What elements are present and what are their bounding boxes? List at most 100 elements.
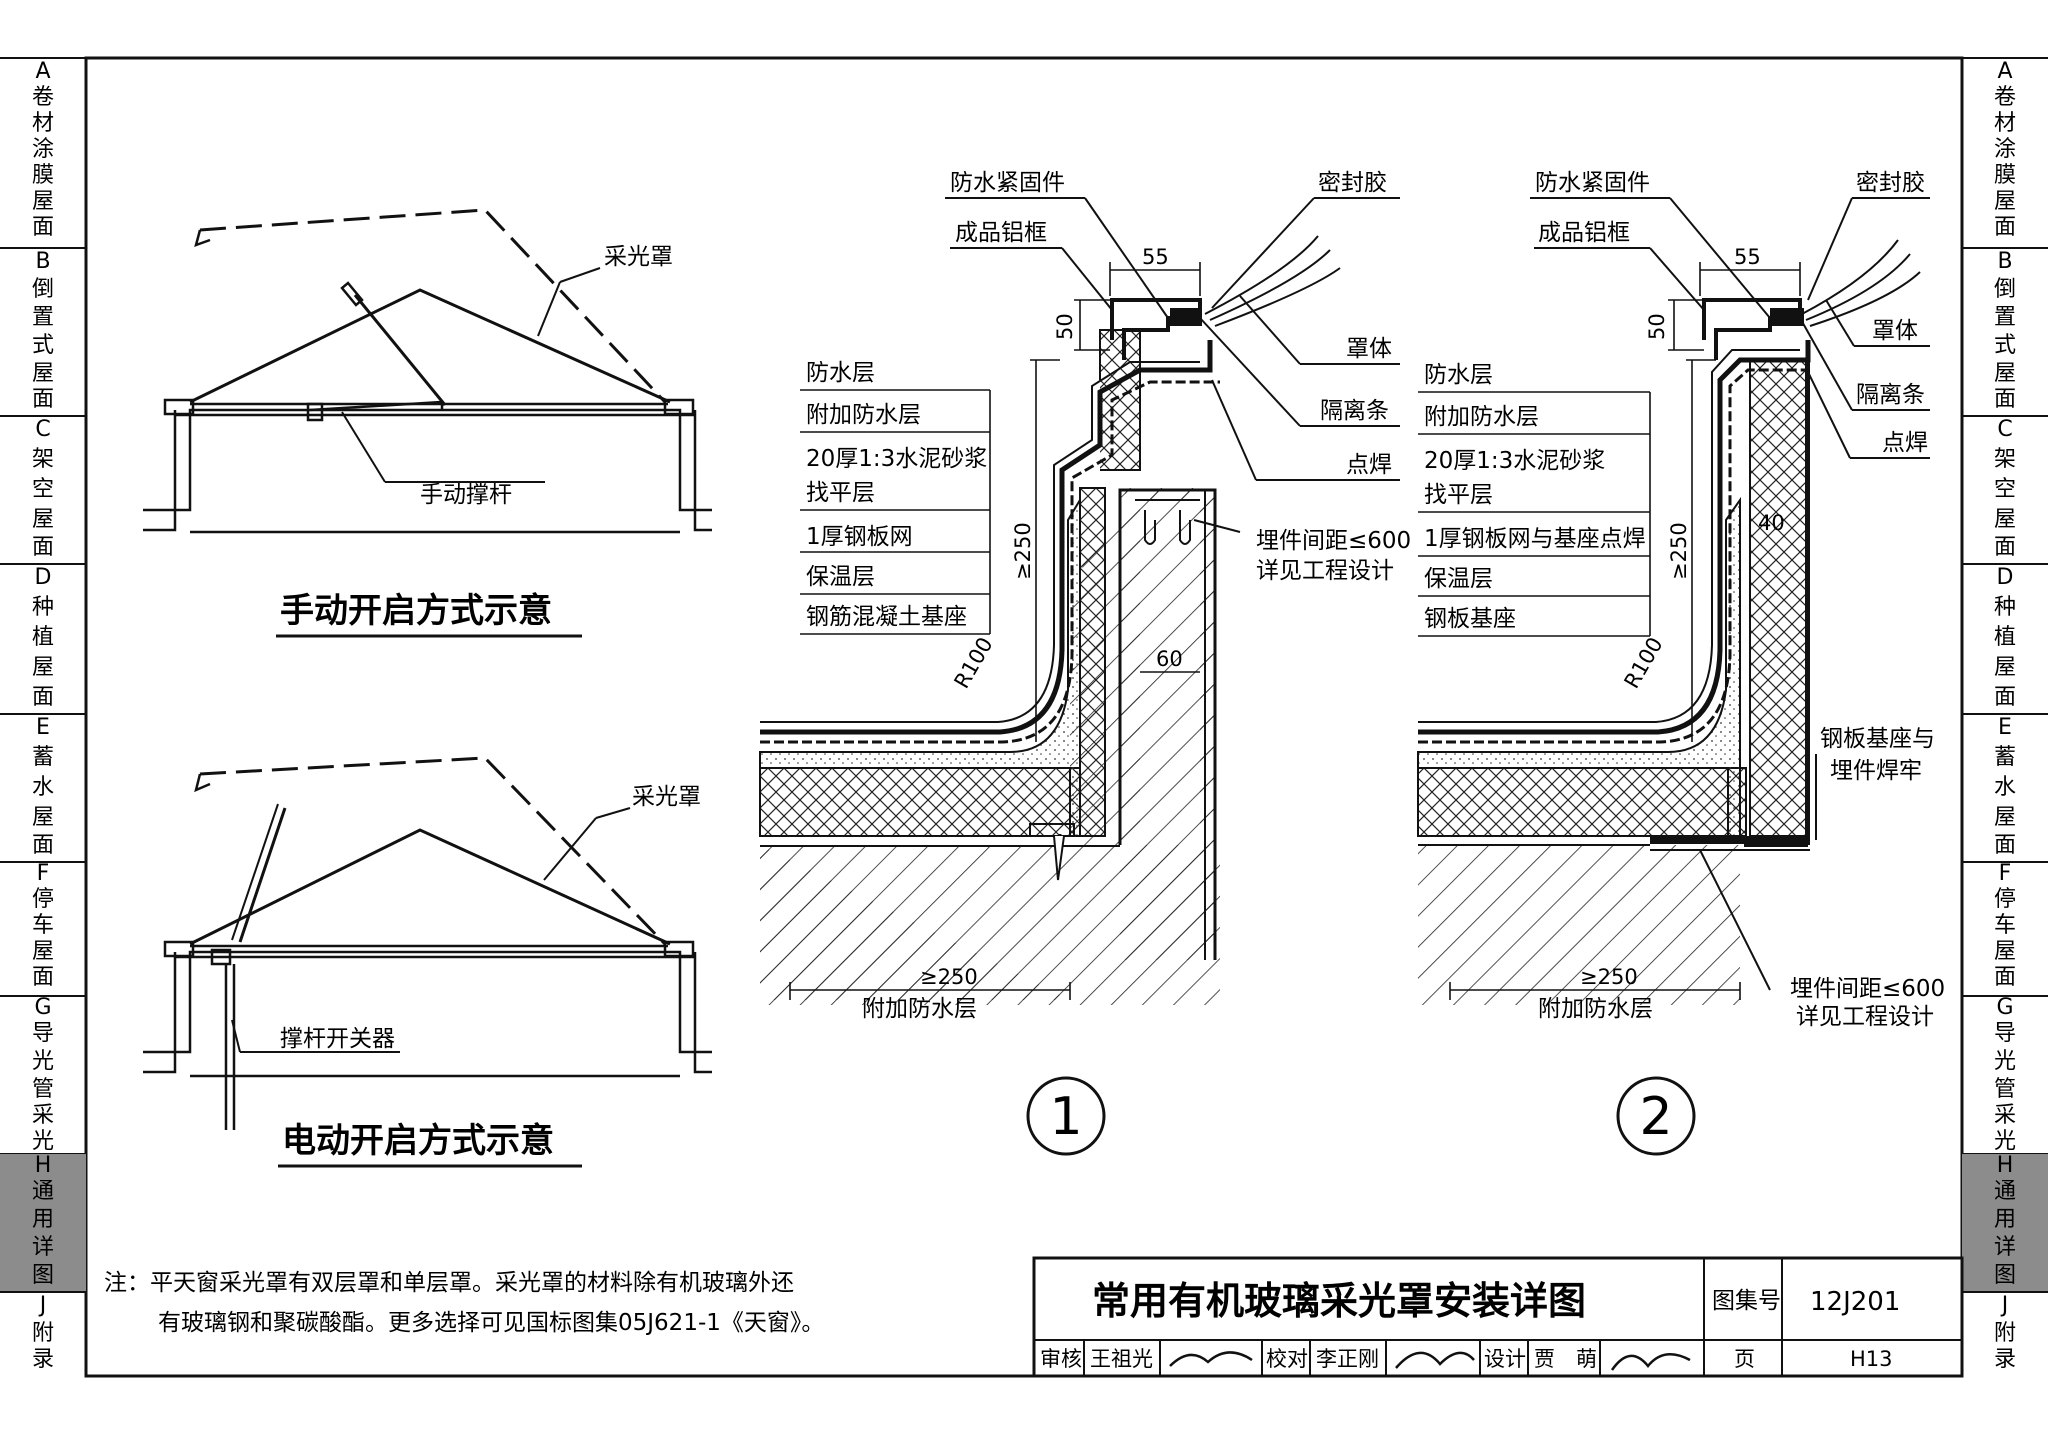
checker-signature: [1395, 1351, 1475, 1369]
manual-cover-label: 采光罩: [604, 244, 673, 270]
note-line-2: 有玻璃钢和聚碳酸酯。更多选择可见国标图集05J621-1《天窗》。: [158, 1310, 824, 1336]
rtab-h-c3: 详: [1994, 1235, 2016, 1260]
tab-e-c1: 蓄: [32, 745, 54, 770]
d1-mark-circle: [1026, 1076, 1106, 1156]
tab-d-code: D: [35, 565, 52, 590]
d1-weld: 点焊: [1346, 452, 1392, 478]
tab-g-code: G: [34, 995, 51, 1020]
d2-frame: 成品铝框: [1538, 220, 1630, 246]
rtab-f-code: F: [1999, 861, 2012, 886]
rtab-a-code: A: [1997, 59, 2012, 84]
tab-h-c4: 图: [32, 1263, 54, 1288]
tab-h-c2: 用: [32, 1207, 54, 1232]
designer: 贾 萌: [1534, 1347, 1597, 1371]
rtab-d-c4: 面: [1994, 685, 2016, 710]
tab-j-c2: 录: [32, 1347, 54, 1372]
tab-b-c2: 置: [32, 305, 54, 330]
tab-g-c1: 导: [32, 1021, 54, 1046]
check-label: 校对: [1266, 1347, 1308, 1371]
d2-mark-circle: [1616, 1076, 1696, 1156]
detail-2-section: [1417, 239, 1921, 1005]
sheet-border: [84, 56, 1964, 1378]
tab-d-c2: 植: [32, 625, 54, 650]
d1-embed-1: 埋件间距≤600: [1256, 528, 1411, 554]
set-number: 12J201: [1810, 1287, 1900, 1317]
rtab-c-c1: 架: [1994, 447, 2016, 472]
d2-dim55: 55: [1734, 245, 1761, 269]
rtab-j-code: J: [2000, 1293, 2009, 1318]
d2-embed-2: 详见工程设计: [1796, 1004, 1934, 1030]
tab-c-c1: 架: [32, 447, 54, 472]
d2-layer-2: 20厚1:3水泥砂浆: [1424, 448, 1605, 474]
d2-dim-bottom: ≥250: [1580, 965, 1638, 989]
tab-d-c1: 种: [32, 595, 54, 620]
tab-e-c4: 面: [32, 833, 54, 858]
tab-g-c5: 光: [32, 1129, 54, 1154]
d2-layer-0: 防水层: [1424, 362, 1493, 388]
d1-frame: 成品铝框: [955, 220, 1047, 246]
drawing-title: 常用有机玻璃采光罩安装详图: [1092, 1279, 1586, 1323]
tab-j-c1: 附: [32, 1321, 54, 1346]
tab-b-c1: 倒: [32, 277, 54, 302]
d2-dim250: ≥250: [1667, 522, 1691, 580]
tab-b-code: B: [35, 249, 50, 274]
manual-opening-schematic: [143, 208, 712, 534]
rtab-f-c1: 停: [1994, 887, 2016, 912]
rtab-a-c1: 卷: [1994, 85, 2016, 110]
d1-fastener: 防水紧固件: [950, 170, 1065, 196]
rtab-c-c3: 屋: [1994, 507, 2016, 532]
rtab-e-c3: 屋: [1994, 805, 2016, 830]
d2-r100: R100: [1620, 633, 1668, 692]
d1-layer-4: 1厚钢板网: [806, 524, 913, 550]
tab-e-c2: 水: [32, 775, 54, 800]
tab-a-code: A: [35, 59, 50, 84]
d2-dim40: 40: [1758, 511, 1785, 535]
d1-layer-6: 钢筋混凝土基座: [806, 604, 967, 630]
tab-g-c2: 光: [32, 1049, 54, 1074]
note-line-1: 注：平天窗采光罩有双层罩和单层罩。采光罩的材料除有机玻璃外还: [104, 1270, 794, 1296]
tab-a-c2: 材: [32, 111, 54, 136]
d2-base-1: 钢板基座与: [1820, 726, 1935, 752]
rtab-b-c4: 屋: [1994, 361, 2016, 386]
rtab-g-c5: 光: [1994, 1129, 2016, 1154]
rtab-g-c4: 采: [1994, 1103, 2016, 1128]
d2-sealant: 密封胶: [1856, 170, 1925, 196]
tab-a-c3: 涂: [32, 137, 54, 162]
manual-title: 手动开启方式示意: [280, 591, 552, 631]
rtab-b-c3: 式: [1994, 333, 2016, 358]
rtab-h-c4: 图: [1994, 1263, 2016, 1288]
tab-a-c5: 屋: [32, 189, 54, 214]
rtab-b-c2: 置: [1994, 305, 2016, 330]
d1-dim250: ≥250: [1011, 522, 1035, 580]
rtab-h-c1: 通: [1994, 1179, 2016, 1204]
tab-f-c1: 停: [32, 887, 54, 912]
tab-c-c3: 屋: [32, 507, 54, 532]
rtab-g-c3: 管: [1994, 1077, 2016, 1102]
set-label: 图集号: [1712, 1288, 1781, 1314]
d1-dim-bottom: ≥250: [920, 965, 978, 989]
d1-dim60: 60: [1156, 647, 1183, 671]
tab-f-c4: 面: [32, 965, 54, 990]
rtab-h-code: H: [1997, 1153, 2014, 1178]
rtab-a-c2: 材: [1994, 111, 2016, 136]
tab-g-c4: 采: [32, 1103, 54, 1128]
tab-b-c3: 式: [32, 333, 54, 358]
page-number: H13: [1850, 1347, 1893, 1371]
tab-b-c4: 屋: [32, 361, 54, 386]
tab-d-c3: 屋: [32, 655, 54, 680]
tab-a-c6: 面: [32, 215, 54, 240]
rtab-h-c2: 用: [1994, 1207, 2016, 1232]
tab-h-code: H: [35, 1153, 52, 1178]
rtab-a-c3: 涂: [1994, 137, 2016, 162]
rtab-f-c2: 车: [1994, 913, 2016, 938]
rtab-a-c4: 膜: [1994, 163, 2016, 188]
designer-signature: [1610, 1353, 1691, 1371]
d1-layer-5: 保温层: [806, 564, 875, 590]
tab-g-c3: 管: [32, 1077, 54, 1102]
d1-isolation: 隔离条: [1320, 398, 1389, 424]
d2-cover: 罩体: [1872, 318, 1918, 344]
d2-fastener: 防水紧固件: [1535, 170, 1650, 196]
rtab-c-c2: 空: [1994, 477, 2016, 502]
rtab-b-code: B: [1997, 249, 2012, 274]
